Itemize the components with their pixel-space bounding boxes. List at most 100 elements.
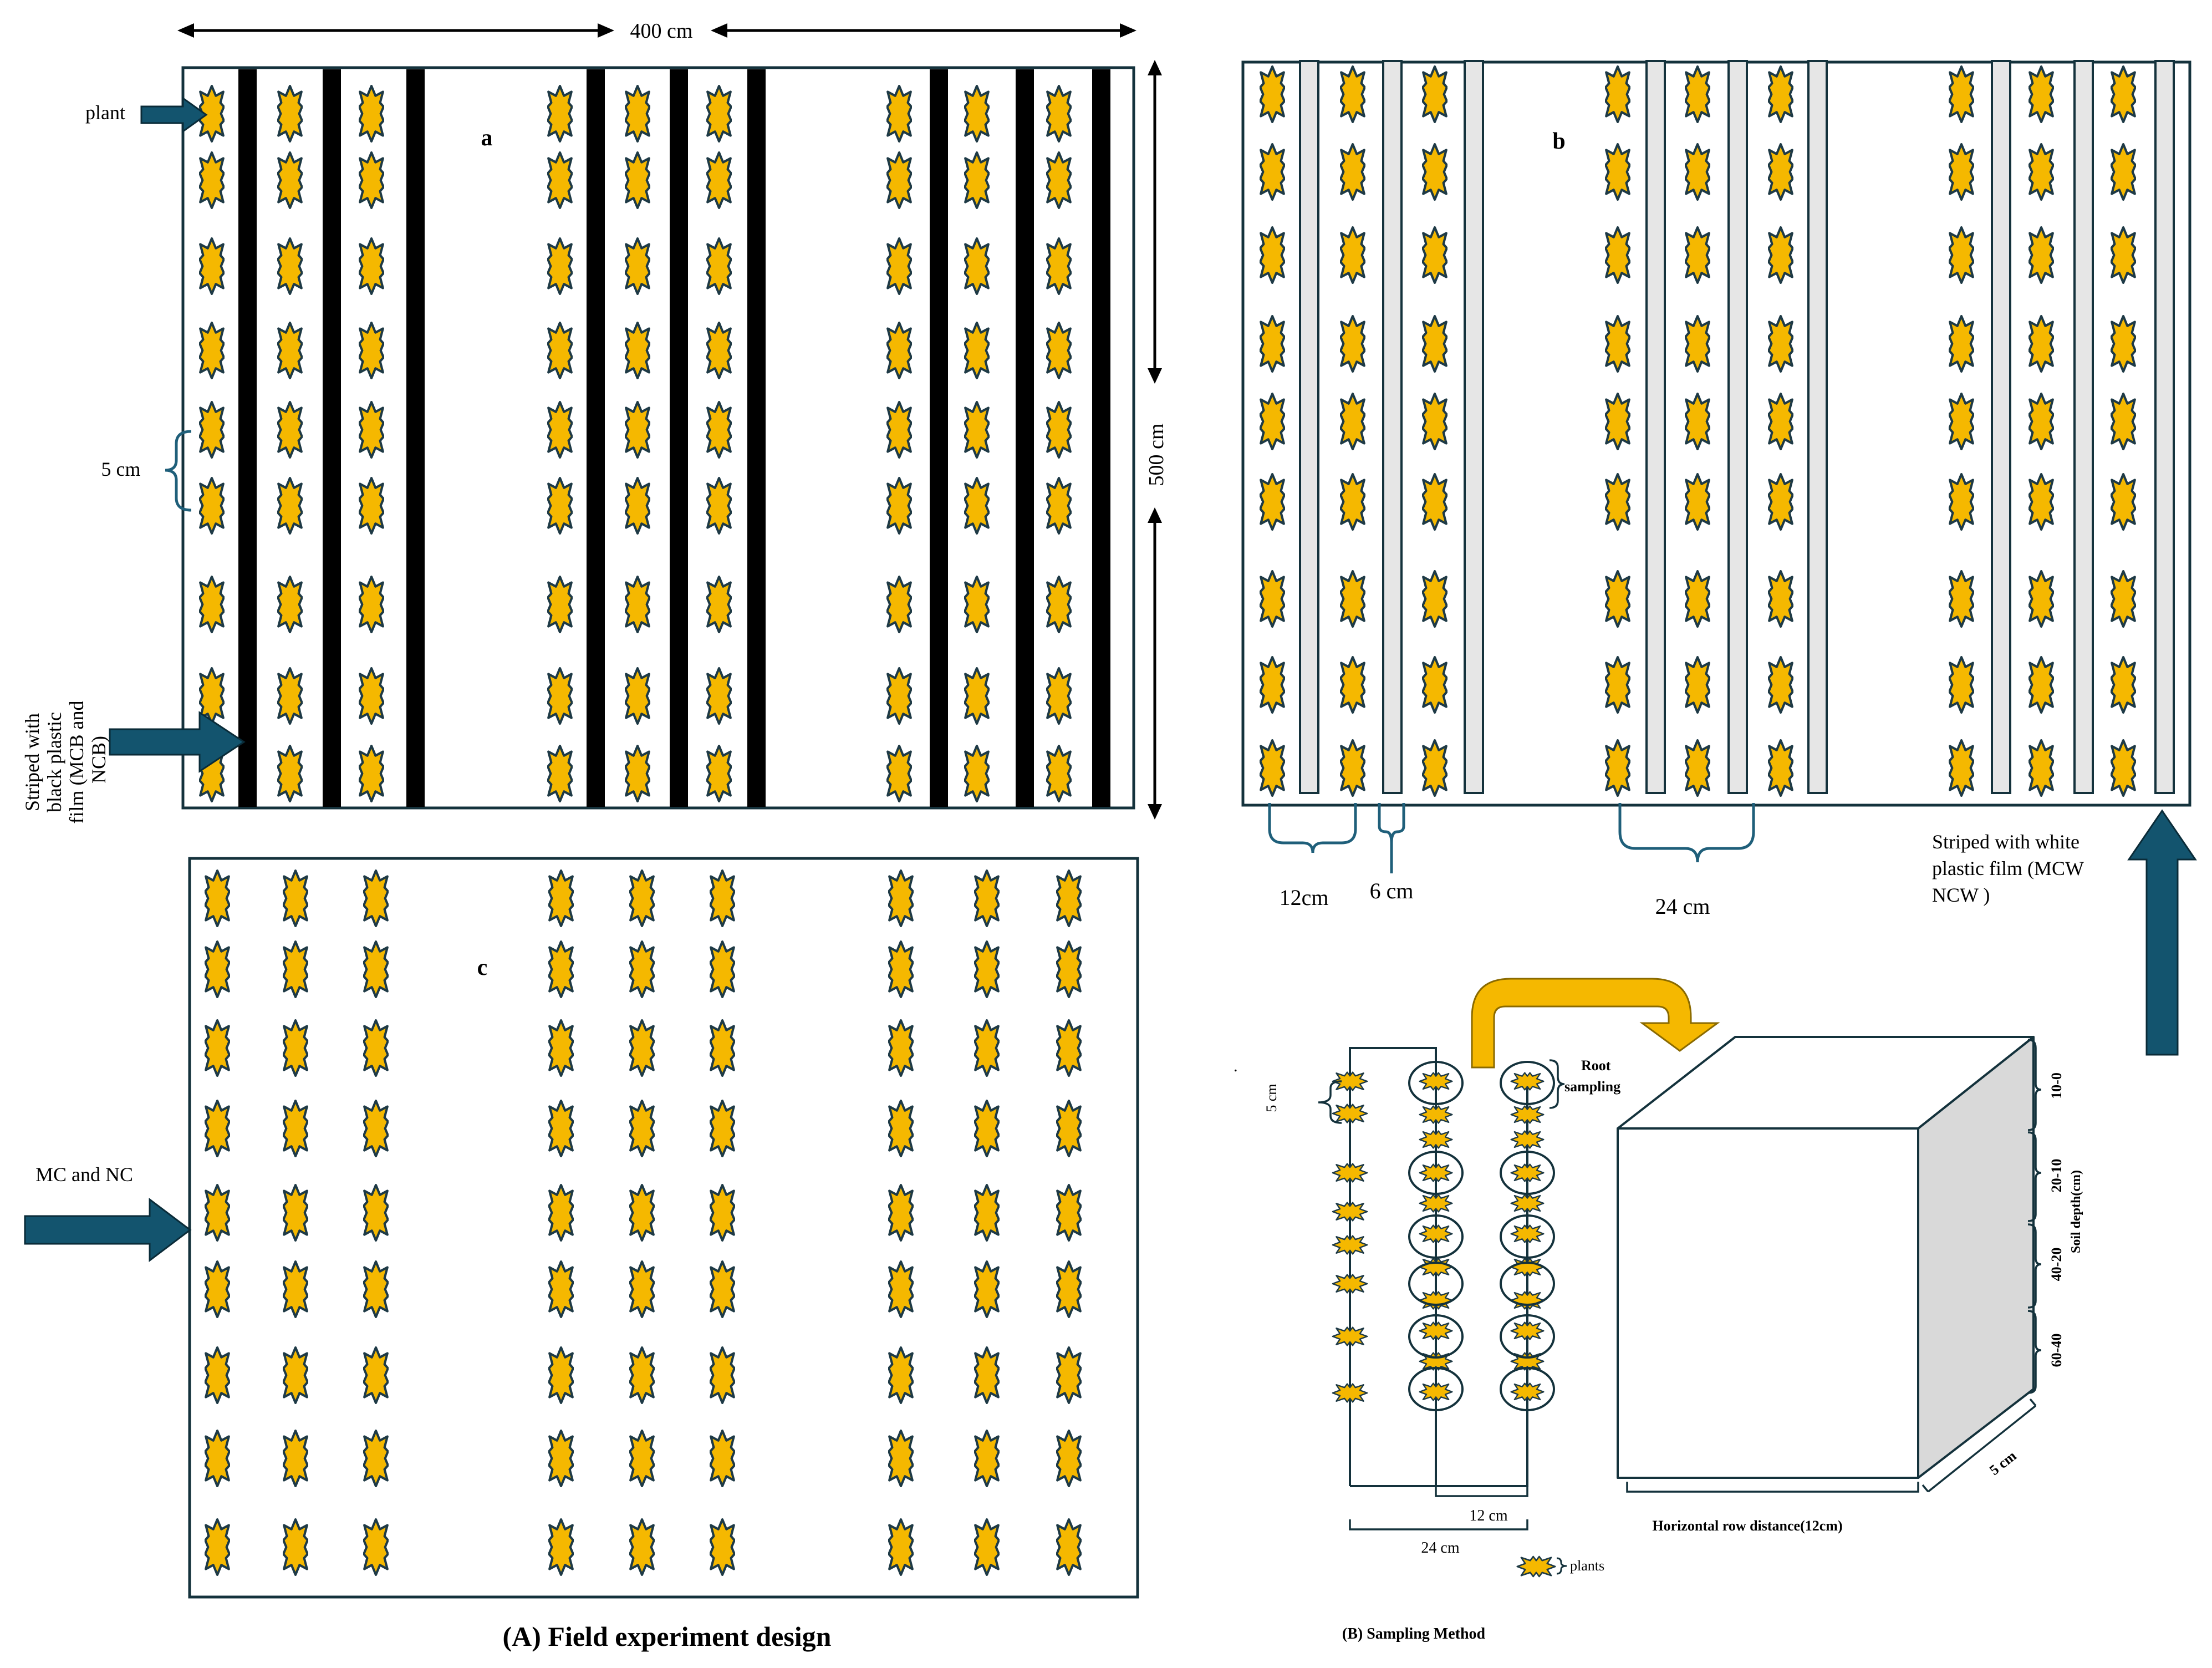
plant-icon xyxy=(1057,942,1081,997)
plant-icon xyxy=(1419,1072,1453,1091)
plant-icon xyxy=(1419,1224,1453,1243)
white-film-strip xyxy=(1645,60,1666,794)
plant-icon xyxy=(283,871,308,926)
plant-icon xyxy=(1047,577,1071,632)
plant-icon xyxy=(889,1020,913,1076)
plant-icon xyxy=(1949,571,1974,627)
plant-icon xyxy=(359,668,384,724)
plant-icon xyxy=(548,746,572,801)
plant-icon xyxy=(548,238,572,294)
plant-icon xyxy=(549,1431,573,1486)
plant-icon xyxy=(2029,474,2053,530)
sampling-spacing-bracket xyxy=(1318,1080,1342,1124)
plant-icon xyxy=(364,1431,388,1486)
plant-icon xyxy=(205,1431,230,1486)
plant-icon xyxy=(1685,144,1710,200)
plant-icon xyxy=(2029,740,2053,796)
plant-icon xyxy=(1768,227,1793,283)
plant-icon xyxy=(889,1347,913,1403)
plant-icon xyxy=(975,1431,999,1486)
plant-icon xyxy=(1423,316,1447,372)
plant-icon xyxy=(364,1519,388,1575)
plant-icon xyxy=(1606,144,1630,200)
plant-icon xyxy=(1510,1321,1545,1340)
plant-icon xyxy=(2029,316,2053,372)
plant-icon xyxy=(975,1020,999,1076)
black-film-strips xyxy=(238,69,1110,807)
plant-icon xyxy=(965,402,989,457)
plant-icon xyxy=(710,1020,735,1076)
plant-icon xyxy=(965,668,989,724)
plant-icon xyxy=(975,871,999,926)
white-film-label-line: plastic film (MCW xyxy=(1932,857,2084,879)
plant-icon xyxy=(1047,86,1071,141)
plant-icon xyxy=(283,1020,308,1076)
plant-icon xyxy=(2029,394,2053,449)
plant-icon xyxy=(887,152,911,208)
plant-icon xyxy=(1949,474,1974,530)
plant-icon xyxy=(625,238,650,294)
white-film-strip xyxy=(1727,60,1748,794)
plant-icon xyxy=(548,577,572,632)
plant-icon xyxy=(1047,746,1071,801)
plant-icon xyxy=(887,478,911,533)
plant-icon xyxy=(1057,1262,1081,1317)
plant-icon xyxy=(200,402,224,457)
panel-c: c MC and NC xyxy=(24,857,1139,1599)
black-film-arrow xyxy=(109,711,246,773)
plant-icon xyxy=(1341,394,1365,449)
depth-label: 60-40 xyxy=(2048,1334,2065,1367)
plant-icon xyxy=(889,1262,913,1317)
plant-icon xyxy=(975,942,999,997)
plant-icon xyxy=(1341,144,1365,200)
plant-icon xyxy=(359,478,384,533)
plant-icon xyxy=(707,668,731,724)
plant-icon xyxy=(549,942,573,997)
plant-icon xyxy=(1419,1291,1453,1310)
plant-arrow xyxy=(140,96,208,133)
plant-icon xyxy=(1423,67,1447,122)
plant-icon xyxy=(975,1519,999,1575)
plant-icon xyxy=(1510,1258,1545,1277)
plant-icon xyxy=(278,402,302,457)
plant-icon xyxy=(625,746,650,801)
arrowhead-up xyxy=(1148,60,1162,75)
plant-icon xyxy=(625,577,650,632)
root-sampling-circle xyxy=(1408,1314,1464,1359)
panel-a-label: a xyxy=(481,125,493,151)
plant-icon xyxy=(1685,394,1710,449)
plant-icon xyxy=(1510,1224,1545,1243)
plant-icon xyxy=(1606,571,1630,627)
plant-icon xyxy=(1510,1163,1545,1182)
plant-icon xyxy=(887,402,911,457)
white-film-strip xyxy=(1991,60,2011,794)
plant-icon xyxy=(1057,1519,1081,1575)
plant-icon xyxy=(1949,657,1974,713)
plant-icon xyxy=(1057,1101,1081,1156)
plant-icon xyxy=(1260,474,1285,530)
plant-icon xyxy=(1606,657,1630,713)
plant-icon xyxy=(1341,227,1365,283)
treatment-label: MC and NC xyxy=(35,1163,133,1186)
plant-icon xyxy=(1260,144,1285,200)
plant-icon xyxy=(965,238,989,294)
plant-icon xyxy=(1685,316,1710,372)
plant-icon xyxy=(1260,394,1285,449)
plant-icon xyxy=(1949,144,1974,200)
plant-icon xyxy=(1768,316,1793,372)
plant-icon xyxy=(1949,740,1974,796)
panel-c-label: c xyxy=(477,955,488,980)
plant-icon xyxy=(965,746,989,801)
root-sampling-circle xyxy=(1408,1061,1464,1105)
plant-icon xyxy=(630,871,654,926)
plant-icon xyxy=(1685,740,1710,796)
white-film-strip xyxy=(2154,60,2175,794)
plant-icon xyxy=(1685,571,1710,627)
sampling-arrow xyxy=(1471,978,1720,1069)
plant-icon xyxy=(1949,67,1974,122)
plant-icon xyxy=(625,478,650,533)
sampling-spacing-label: 5 cm xyxy=(1263,1084,1280,1112)
plant-icon xyxy=(205,871,230,926)
plant-icon xyxy=(1768,474,1793,530)
root-sampling-circle xyxy=(1408,1151,1464,1195)
